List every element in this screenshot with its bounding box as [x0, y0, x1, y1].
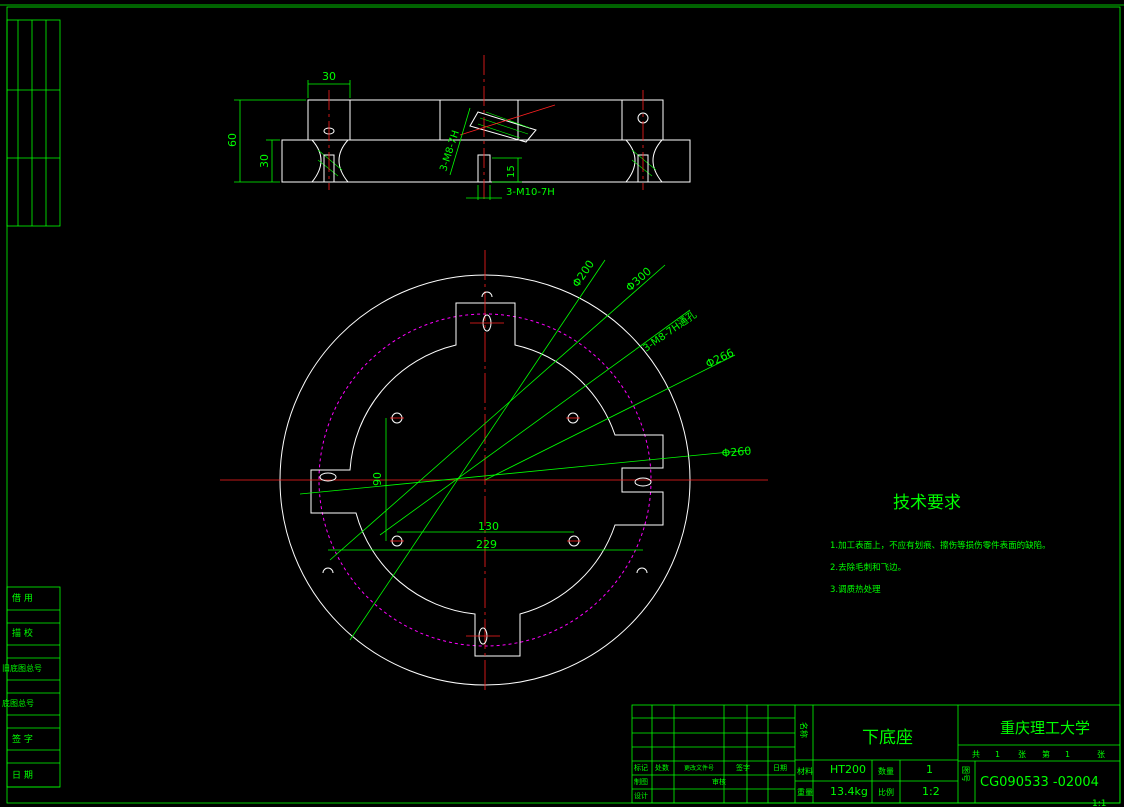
- dim-d260: Φ260: [721, 444, 752, 460]
- left-strip: [6, 19, 61, 788]
- left-label-6: 日 期: [12, 770, 33, 781]
- tb-label-drawing: 图号: [961, 766, 970, 782]
- tb-label-review: 审核: [712, 777, 726, 786]
- tech-req-title: 技术要求: [893, 493, 961, 513]
- tb-label-name: 名称: [799, 722, 809, 738]
- drawing-no: CG090533 -02004: [980, 775, 1099, 790]
- tb-label-weight: 重量: [797, 787, 813, 797]
- dim-130: 130: [478, 520, 499, 533]
- quantity-value: 1: [926, 763, 933, 776]
- dim-top-30: 30: [322, 70, 336, 83]
- left-label-3: 旧底图总号: [2, 663, 42, 673]
- tb-label-material: 材料: [797, 766, 813, 776]
- part-name: 下底座: [862, 728, 913, 748]
- dim-229: 229: [476, 538, 497, 551]
- sheet-total-unit: 张: [1018, 750, 1026, 759]
- dim-h-60: 60: [226, 133, 239, 147]
- tb-label-date: 日期: [773, 764, 787, 772]
- tech-req-item-1: 1.加工表面上，不应有划痕、擦伤等损伤零件表面的缺陷。: [830, 540, 1051, 551]
- dim-thread-m8: 3-M8-7H: [438, 129, 462, 173]
- dim-d266: Φ266: [704, 346, 736, 371]
- tb-label-count: 处数: [655, 763, 669, 772]
- org-name: 重庆理工大学: [1000, 719, 1090, 737]
- front-view: [234, 55, 691, 200]
- scale-value: 1:2: [922, 785, 940, 798]
- tech-req-item-3: 3.调质热处理: [830, 584, 881, 595]
- dim-depth-15: 15: [506, 165, 517, 178]
- title-block: [631, 704, 1121, 804]
- tech-req-item-2: 2.去除毛刺和飞边。: [830, 562, 906, 573]
- sheet-no-label: 第: [1042, 749, 1050, 759]
- dim-90: 90: [371, 472, 384, 486]
- tb-label-quantity: 数量: [878, 766, 894, 776]
- top-view: [220, 250, 768, 690]
- left-label-4: 底图总号: [2, 698, 34, 708]
- tb-label-mark: 标记: [634, 763, 648, 772]
- weight-value: 13.4kg: [830, 785, 868, 798]
- sheet-total-value: 1: [995, 750, 1000, 759]
- dim-thread-m8-deep: 3-M8-7H通孔: [641, 309, 699, 355]
- bottom-scale-text: 1:1: [1092, 799, 1106, 807]
- left-label-2: 描 校: [12, 627, 33, 639]
- dim-d200: Φ200: [570, 258, 597, 290]
- tb-label-draw: 制图: [634, 777, 648, 786]
- left-label-1: 借 用: [12, 592, 33, 604]
- tb-label-design: 设计: [634, 791, 648, 800]
- sheet-border: [6, 6, 1121, 804]
- sheet-no-unit: 张: [1097, 750, 1105, 759]
- left-label-5: 签 字: [12, 733, 33, 745]
- sheet-total-label: 共: [972, 750, 980, 759]
- dim-d300: Φ300: [623, 265, 654, 295]
- tb-label-scale: 比例: [878, 787, 894, 797]
- sheet-no-value: 1: [1065, 750, 1070, 759]
- material-value: HT200: [830, 763, 866, 776]
- tb-label-sign: 签字: [736, 763, 750, 772]
- tb-label-change-doc: 更改文件号: [684, 764, 714, 772]
- dim-thread-m10: 3-M10-7H: [506, 187, 555, 198]
- dim-h-30: 30: [258, 154, 271, 168]
